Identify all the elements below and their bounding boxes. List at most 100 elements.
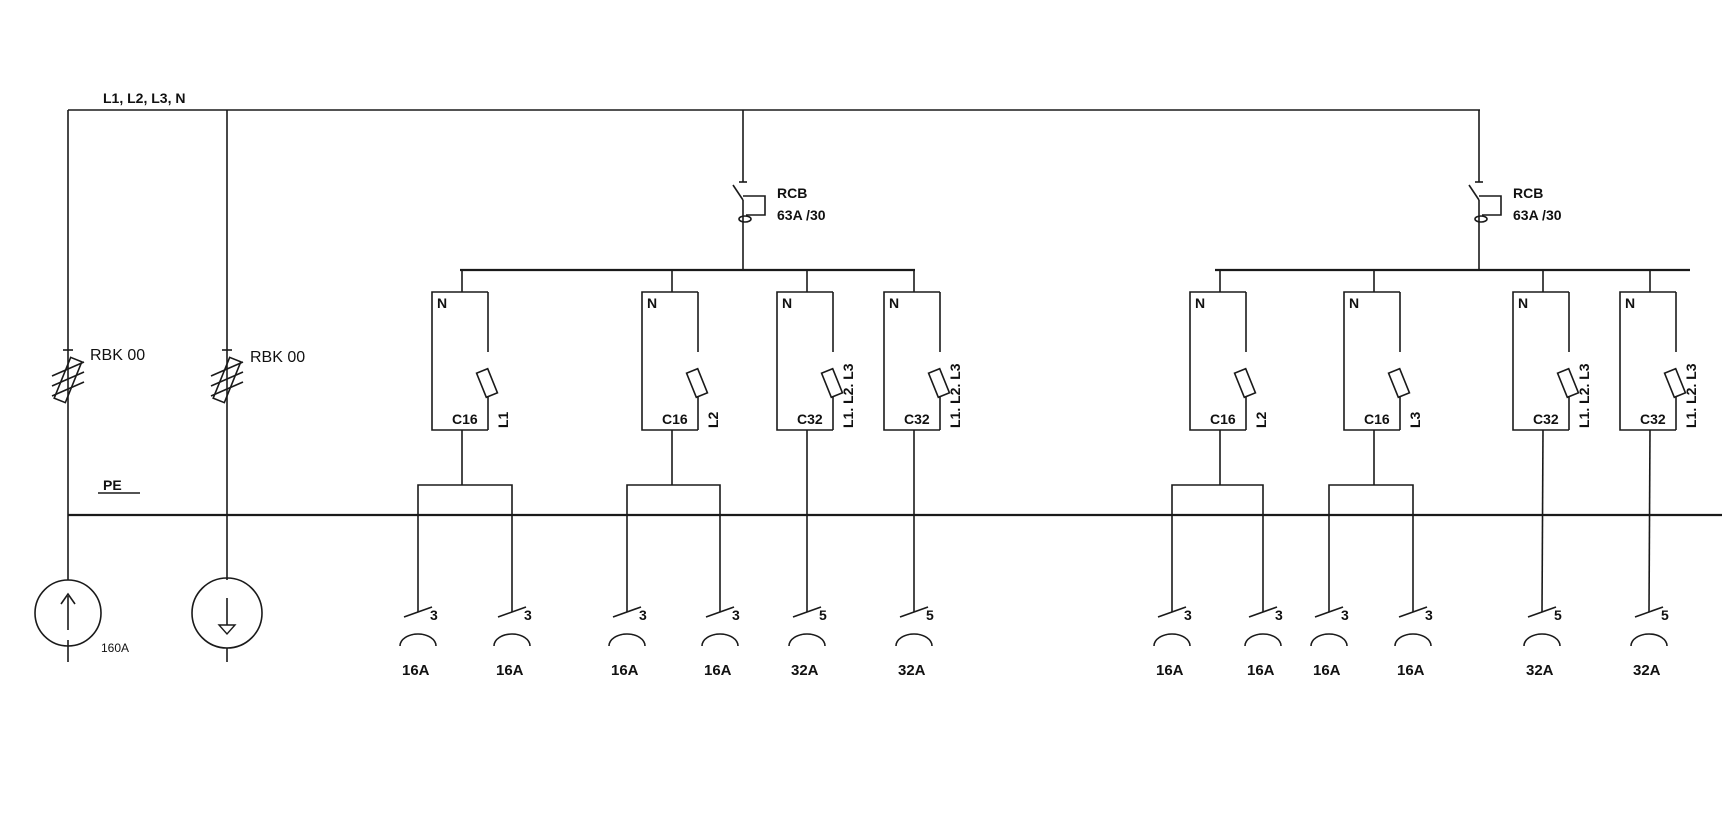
socket-outlet: 5 32A xyxy=(895,606,934,679)
breaker-phase-label: L1. L2. L3 xyxy=(947,363,963,428)
supply-source-icon xyxy=(34,579,102,647)
socket-rating: 32A xyxy=(1526,662,1554,679)
breaker-2: N C16 L2 xyxy=(641,270,721,431)
breaker-box xyxy=(1189,291,1246,431)
breaker-top-label: N xyxy=(889,295,899,311)
branch-line xyxy=(1541,429,1544,613)
branch-line xyxy=(1648,429,1651,613)
branch-split xyxy=(626,484,721,612)
socket-poles: 5 xyxy=(819,607,827,623)
rcb-1-name: RCB xyxy=(777,185,807,201)
socket-icon xyxy=(493,633,531,647)
breaker-phase-label: L1 xyxy=(495,411,511,428)
breaker-phase-label: L2 xyxy=(705,411,721,428)
breaker-box xyxy=(883,291,940,431)
socket-icon xyxy=(1244,633,1282,647)
socket-poles: 5 xyxy=(1661,607,1669,623)
sockets-layer: 316A316A316A316A532A532A316A316A316A316A… xyxy=(399,429,1669,679)
breaker-box xyxy=(1343,291,1400,431)
socket-poles: 5 xyxy=(926,607,934,623)
rcb-2-name: RCB xyxy=(1513,185,1543,201)
socket-icon xyxy=(1523,633,1561,647)
fuse-icon xyxy=(210,349,244,404)
socket-icon xyxy=(1310,633,1348,647)
socket-icon xyxy=(788,633,826,647)
arrow-down-icon xyxy=(217,624,237,636)
socket-outlet: 3 16A xyxy=(701,606,740,679)
breaker-box xyxy=(641,291,698,431)
breaker-6: N C16 L3 xyxy=(1343,270,1423,431)
fuse-icon xyxy=(1233,367,1257,399)
fuse-icon xyxy=(51,349,85,404)
socket-outlet: 5 32A xyxy=(788,606,827,679)
breaker-phase-label: L1. L2. L3 xyxy=(840,363,856,428)
breaker-top-label: N xyxy=(437,295,447,311)
breaker-top-label: N xyxy=(1625,295,1635,311)
socket-icon xyxy=(399,633,437,647)
socket-icon xyxy=(1394,633,1432,647)
fuse-icon xyxy=(820,367,844,399)
breaker-box xyxy=(1619,291,1676,431)
rcb-switch-icon xyxy=(1468,181,1502,228)
breaker-rating: C16 xyxy=(662,411,688,427)
socket-rating: 16A xyxy=(611,662,639,679)
breaker-top-label: N xyxy=(1195,295,1205,311)
socket-rating: 16A xyxy=(496,662,524,679)
pole-slash xyxy=(403,606,433,618)
pole-slash xyxy=(1398,606,1428,618)
branch-split xyxy=(1328,484,1414,612)
fuse-icon xyxy=(1387,367,1411,399)
main-bus-label: L1, L2, L3, N xyxy=(103,90,185,106)
socket-icon xyxy=(895,633,933,647)
socket-poles: 3 xyxy=(524,607,532,623)
pole-slash xyxy=(1248,606,1278,618)
earth-source-icon xyxy=(191,577,263,649)
socket-icon xyxy=(1630,633,1668,647)
socket-rating: 16A xyxy=(402,662,430,679)
rcb-2-rating: 63A /30 xyxy=(1513,207,1562,223)
socket-rating: 32A xyxy=(791,662,819,679)
fuse-label-2: RBK 00 xyxy=(250,349,305,366)
breaker-rating: C32 xyxy=(904,411,930,427)
socket-rating: 32A xyxy=(1633,662,1661,679)
socket-rating: 32A xyxy=(898,662,926,679)
breaker-rating: C16 xyxy=(452,411,478,427)
fuse-icon xyxy=(685,367,709,399)
pe-bus-label: PE xyxy=(103,477,122,493)
breaker-phase-label: L3 xyxy=(1407,411,1423,428)
socket-poles: 3 xyxy=(1341,607,1349,623)
rcb-switch-icon xyxy=(732,181,766,228)
pole-slash xyxy=(1157,606,1187,618)
socket-poles: 5 xyxy=(1554,607,1562,623)
socket-poles: 3 xyxy=(732,607,740,623)
fuse-icon xyxy=(475,367,499,399)
socket-rating: 16A xyxy=(1247,662,1275,679)
socket-icon xyxy=(701,633,739,647)
fuse-icon xyxy=(927,367,951,399)
socket-poles: 3 xyxy=(639,607,647,623)
breaker-phase-label: L1. L2. L3 xyxy=(1683,363,1699,428)
arrow-up-icon xyxy=(60,592,76,605)
breaker-top-label: N xyxy=(782,295,792,311)
breaker-top-label: N xyxy=(1349,295,1359,311)
rcb-1-rating: 63A /30 xyxy=(777,207,826,223)
breaker-top-label: N xyxy=(1518,295,1528,311)
socket-outlet: 3 16A xyxy=(608,606,647,679)
breaker-top-label: N xyxy=(647,295,657,311)
breaker-rating: C16 xyxy=(1364,411,1390,427)
pole-slash xyxy=(705,606,735,618)
socket-rating: 16A xyxy=(704,662,732,679)
pole-slash xyxy=(899,606,929,618)
breaker-phase-label: L2 xyxy=(1253,411,1269,428)
socket-rating: 16A xyxy=(1156,662,1184,679)
socket-outlet: 3 16A xyxy=(493,606,532,679)
breaker-box xyxy=(431,291,488,431)
